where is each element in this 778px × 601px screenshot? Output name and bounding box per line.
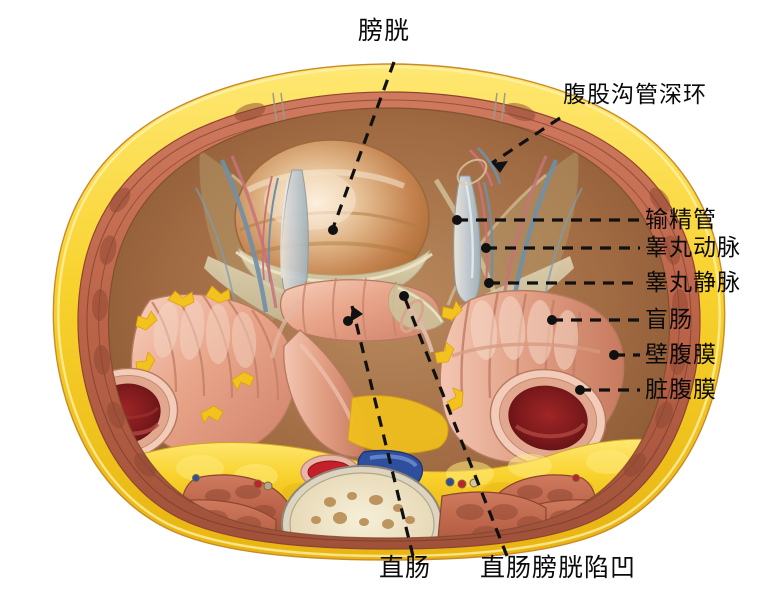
cecum-fat-tags bbox=[434, 300, 464, 412]
label-testicular-vein: 睾丸静脉 bbox=[645, 270, 741, 295]
skin-highlight bbox=[57, 65, 721, 558]
label-bladder: 膀胱 bbox=[358, 18, 411, 45]
leader-arrow-deep-inguinal-ring bbox=[492, 161, 508, 173]
leader-dot-cecum bbox=[547, 315, 557, 325]
leader-dot-vas-deferens bbox=[452, 215, 462, 225]
leader-rectum bbox=[350, 305, 415, 557]
ureter-loop bbox=[399, 299, 425, 333]
leader-deep-inguinal-ring bbox=[491, 116, 561, 165]
muscle-texture bbox=[91, 102, 689, 477]
label-deep-inguinal-ring: 腹股沟管深环 bbox=[563, 82, 707, 107]
label-testicular-artery: 睾丸动脉 bbox=[645, 235, 741, 260]
label-rectovesical-pouch: 直肠膀胱陷凹 bbox=[480, 555, 637, 582]
label-parietal-peritoneum: 壁腹膜 bbox=[645, 342, 717, 367]
leader-dot-bladder bbox=[328, 225, 338, 235]
label-vas-deferens: 输精管 bbox=[645, 207, 717, 232]
leader-arrow-rectum bbox=[350, 306, 363, 322]
leader-dot-testicular-artery bbox=[481, 243, 491, 253]
leader-dot-testicular-vein bbox=[484, 278, 494, 288]
label-rectum: 直肠 bbox=[379, 555, 432, 582]
leader-dot-parietal-peritoneum bbox=[609, 350, 619, 360]
leader-dot-rectum bbox=[343, 316, 353, 326]
appendices-epiploicae bbox=[135, 285, 255, 424]
cecum bbox=[434, 289, 625, 468]
leader-dot-rectovesical-pouch bbox=[399, 291, 409, 301]
leader-dot-visceral-peritoneum bbox=[575, 385, 585, 395]
deep-inguinal-ring bbox=[456, 147, 502, 187]
leader-lines bbox=[328, 61, 640, 557]
leader-rectovesical-pouch bbox=[402, 295, 509, 557]
leader-bladder bbox=[331, 61, 396, 229]
label-cecum: 盲肠 bbox=[645, 307, 693, 332]
cavity-rim bbox=[107, 107, 671, 539]
small-vessels bbox=[192, 474, 580, 491]
trabecular-texture bbox=[311, 492, 415, 538]
label-visceral-peritoneum: 脏腹膜 bbox=[645, 377, 717, 402]
